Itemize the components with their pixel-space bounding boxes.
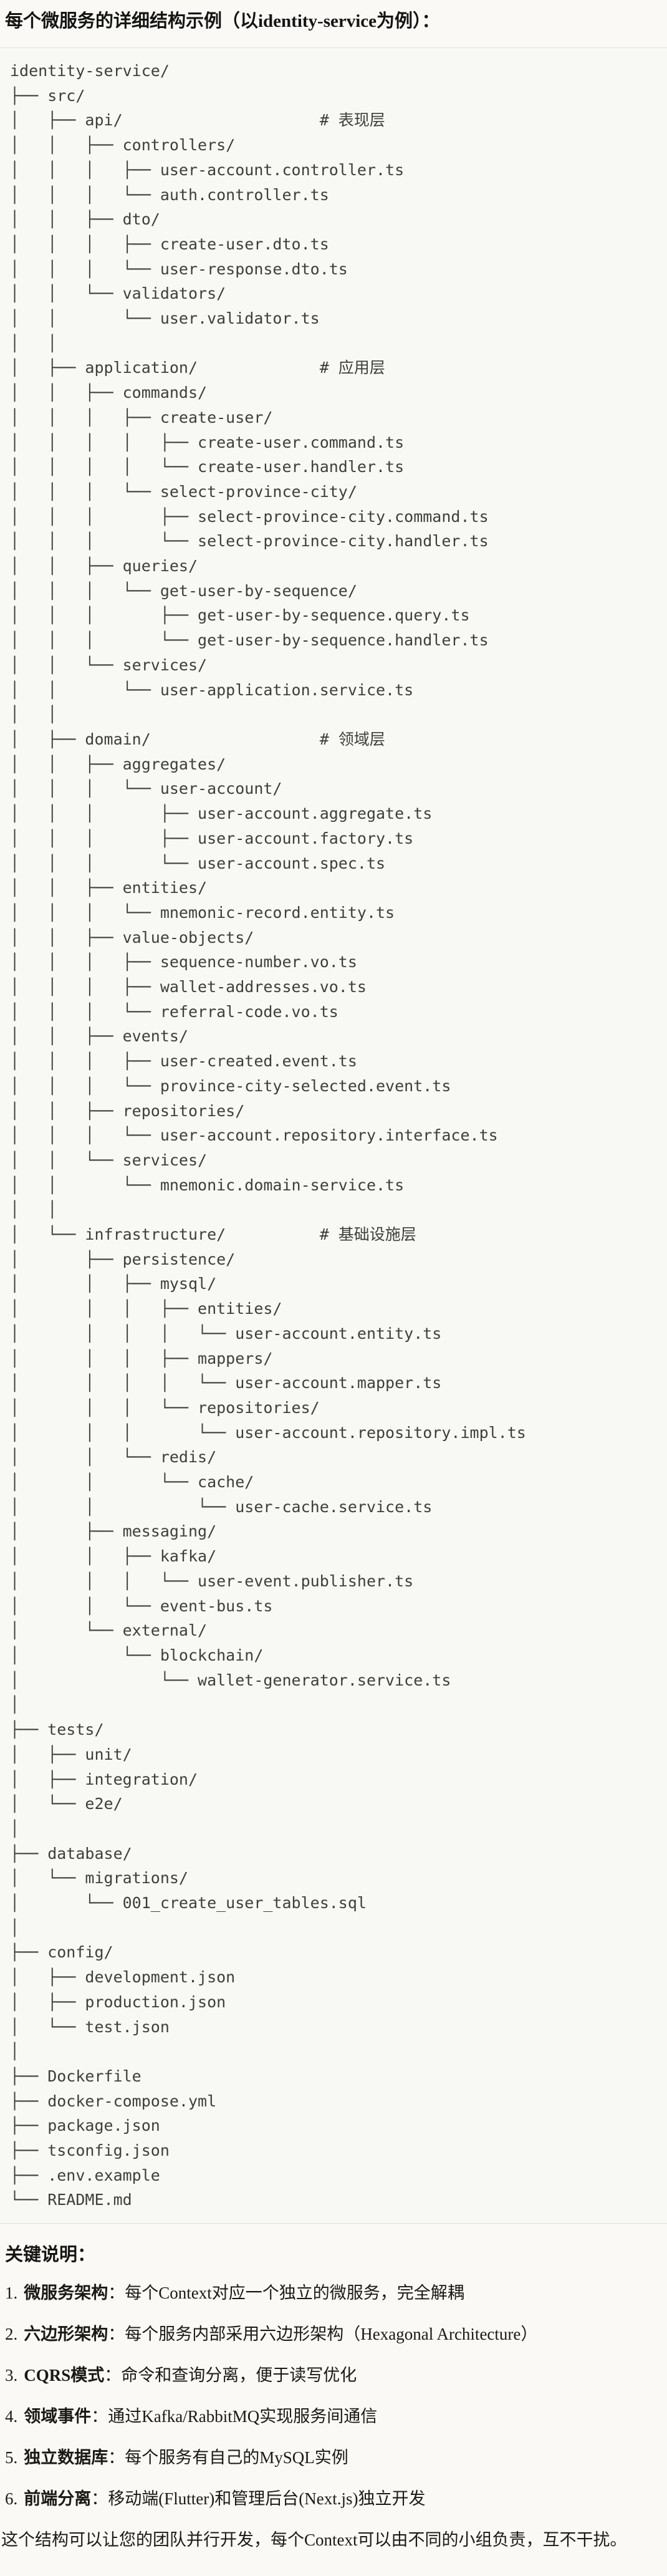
note-item-text: 每个服务内部采用六边形架构（Hexagonal Architecture） (125, 2325, 538, 2344)
note-item-sep: ： (91, 2407, 108, 2426)
note-item: 3. CQRS模式：命令和查询分离，便于读写优化 (5, 2365, 667, 2386)
note-item-label: 微服务架构 (24, 2284, 108, 2303)
note-item-num: 2. (5, 2325, 18, 2344)
note-item-label: 六边形架构 (24, 2325, 108, 2344)
note-item-sep: ： (91, 2489, 108, 2509)
note-item: 4. 领域事件：通过Kafka/RabbitMQ实现服务间通信 (5, 2406, 667, 2427)
note-item-label: 领域事件 (24, 2407, 92, 2426)
note-item-label: 独立数据库 (24, 2448, 108, 2467)
directory-tree: identity-service/ ├── src/ │ ├── api/ # … (10, 62, 526, 2209)
directory-tree-block: identity-service/ ├── src/ │ ├── api/ # … (0, 47, 667, 2224)
note-item-text: 命令和查询分离，便于读写优化 (121, 2366, 357, 2385)
note-item: 1. 微服务架构：每个Context对应一个独立的微服务，完全解耦 (5, 2282, 667, 2303)
note-item-sep: ： (108, 2448, 125, 2467)
note-item-num: 3. (5, 2366, 18, 2385)
note-item-label: CQRS模式 (24, 2366, 105, 2385)
note-item-text: 每个服务有自己的MySQL实例 (125, 2448, 348, 2467)
note-item: 5. 独立数据库：每个服务有自己的MySQL实例 (5, 2447, 667, 2468)
note-item-num: 5. (5, 2448, 18, 2467)
note-item-sep: ： (108, 2325, 125, 2344)
note-item-text: 通过Kafka/RabbitMQ实现服务间通信 (108, 2407, 378, 2426)
notes-heading: 关键说明： (5, 2245, 96, 2265)
note-item-num: 1. (5, 2284, 18, 2303)
closing-paragraph: 这个结构可以让您的团队并行开发，每个Context可以由不同的小组负责，互不干扰… (1, 2530, 627, 2550)
note-item-num: 6. (5, 2489, 18, 2509)
note-item: 6. 前端分离：移动端(Flutter)和管理后台(Next.js)独立开发 (5, 2488, 667, 2509)
note-item-text: 移动端(Flutter)和管理后台(Next.js)独立开发 (108, 2489, 426, 2509)
page-title: 每个微服务的详细结构示例（以identity-service为例）： (5, 11, 440, 31)
note-item-num: 4. (5, 2407, 18, 2426)
note-item-sep: ： (108, 2284, 125, 2303)
note-item-sep: ： (104, 2366, 122, 2385)
note-item: 2. 六边形架构：每个服务内部采用六边形架构（Hexagonal Architec… (5, 2323, 667, 2345)
note-item-text: 每个Context对应一个独立的微服务，完全解耦 (125, 2284, 464, 2303)
note-item-label: 前端分离 (24, 2489, 92, 2509)
